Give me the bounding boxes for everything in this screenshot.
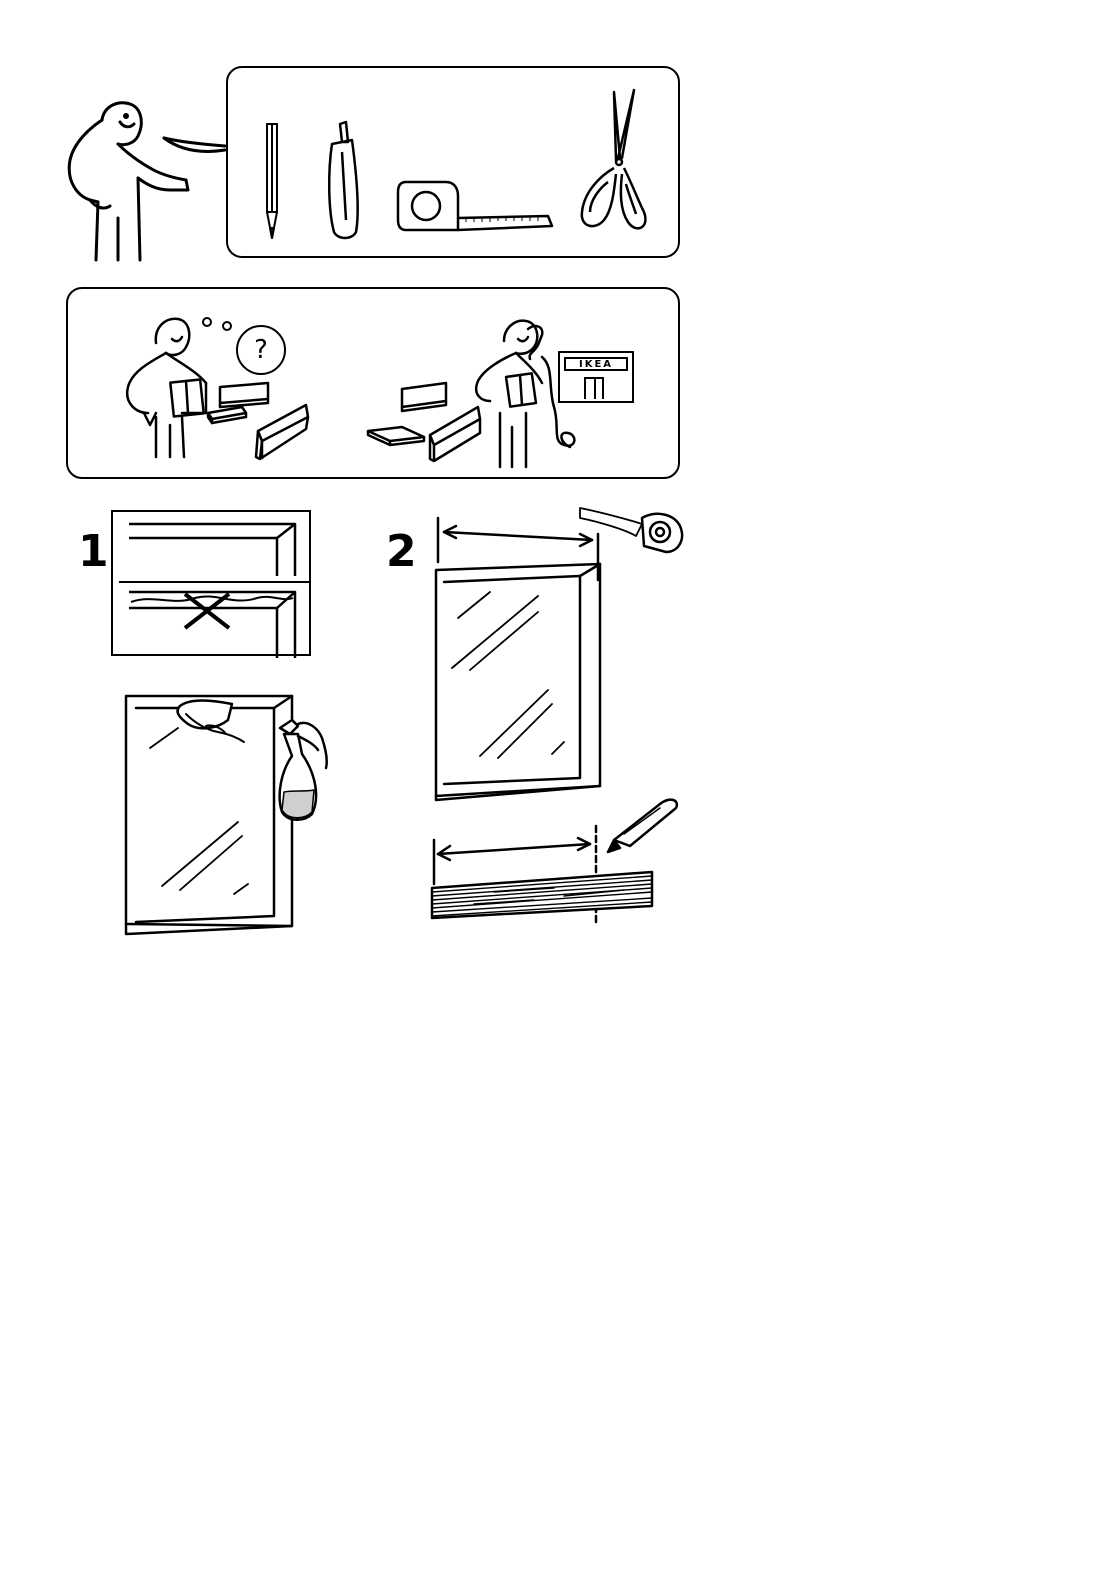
scissors-icon (578, 88, 658, 242)
tape-measure-icon (396, 176, 556, 242)
thought-bubble-medium (222, 321, 232, 331)
unassembled-boards-left (202, 377, 312, 461)
question-mark: ? (254, 335, 268, 365)
thought-bubble-small (202, 317, 212, 327)
ikea-sign-text: IKEA (579, 359, 613, 370)
utility-knife-icon (322, 120, 362, 242)
pencil-icon (262, 122, 282, 242)
step-number-1: 1 (78, 530, 109, 574)
help-panel: ? (66, 287, 680, 479)
pointing-man-figure (60, 98, 235, 260)
question-bubble: ? (236, 325, 286, 375)
step-2-measure-window (430, 500, 690, 802)
step-2-cut-pleats (424, 794, 690, 924)
step-number-2: 2 (386, 530, 417, 574)
tools-panel (226, 66, 680, 258)
ikea-store-building: IKEA (558, 351, 634, 403)
ikea-store-door (584, 377, 604, 399)
step-1-cleaning-window (122, 694, 332, 936)
step-1-frame-comparison (111, 510, 311, 656)
ikea-store-sign: IKEA (564, 357, 628, 371)
